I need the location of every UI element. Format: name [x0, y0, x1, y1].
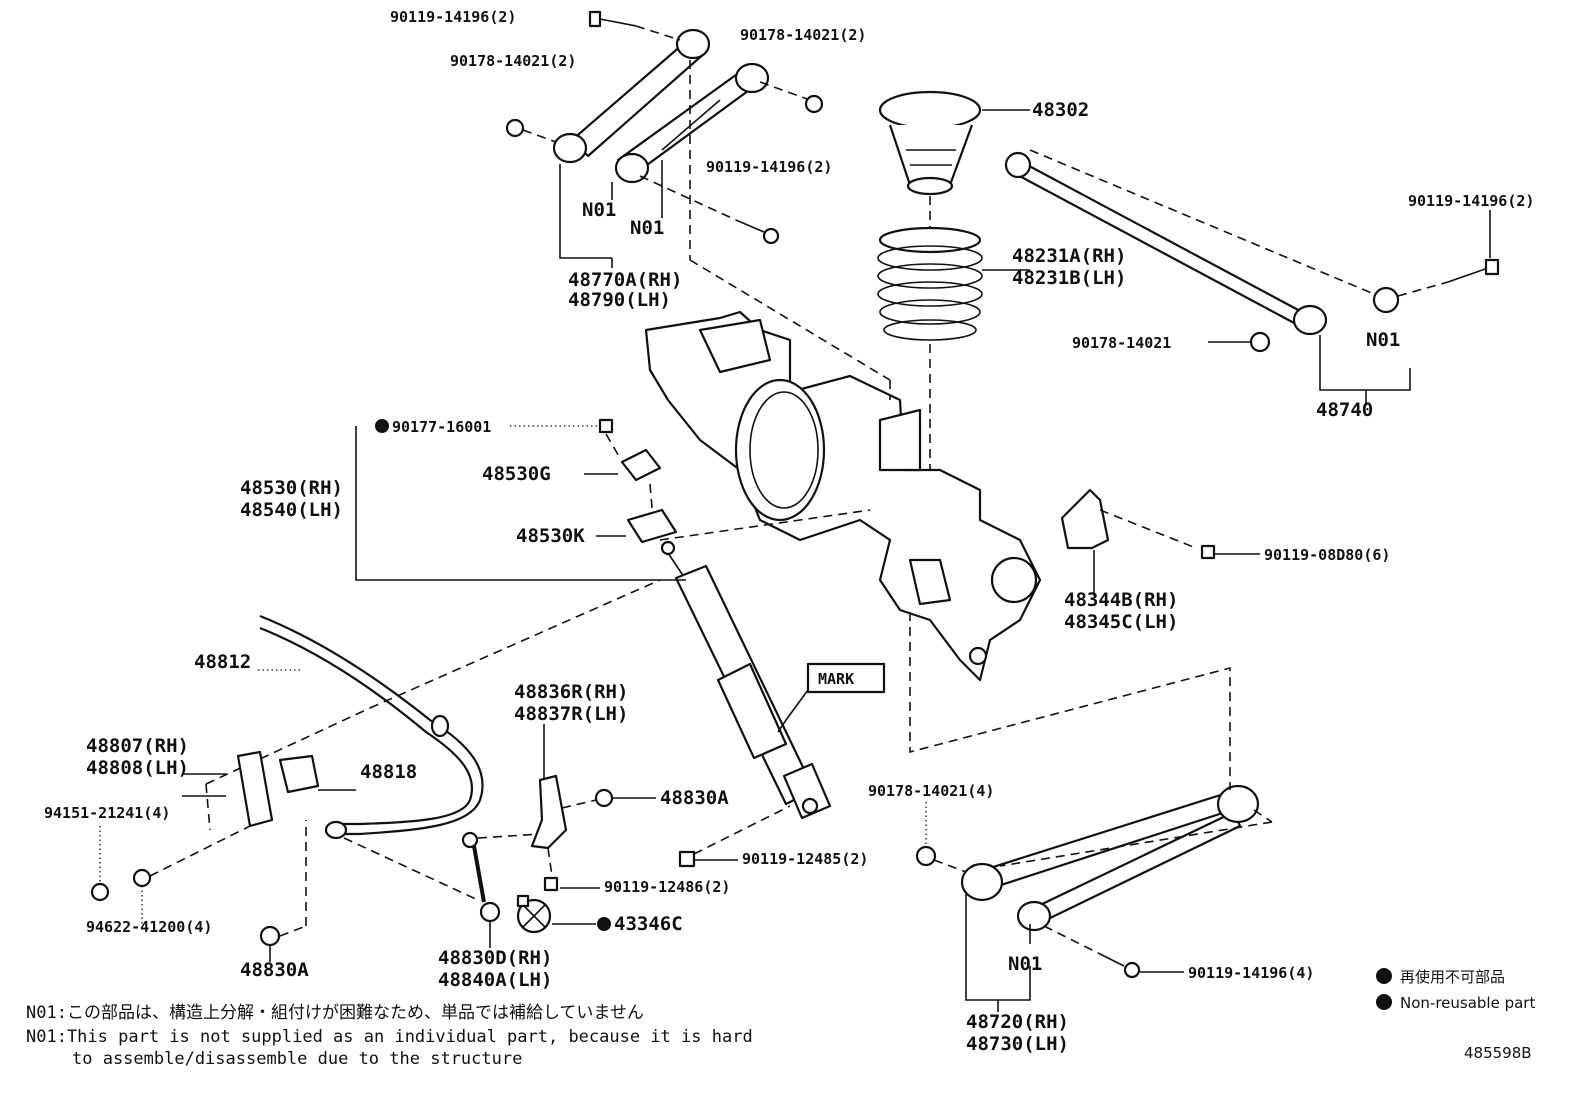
- height-sensor: [516, 894, 552, 934]
- link-bracket: [530, 774, 568, 850]
- bolt-mid-upper: [639, 175, 780, 245]
- label-cushion-g: 48530G: [482, 463, 551, 485]
- label-nut-absorber: 90177-16001: [392, 418, 491, 436]
- label-link-rh: 48830D(RH): [438, 947, 552, 969]
- stabilizer-bracket: [236, 750, 274, 828]
- legend-jp: 再使用不可部品: [1400, 968, 1505, 986]
- label-n01-c: N01: [1366, 329, 1400, 351]
- label-stab-bushing: 48818: [360, 761, 417, 783]
- label-lateral-rod: 48740: [1316, 399, 1373, 421]
- label-bolt-absorber-lower: 90119-12485(2): [742, 850, 868, 868]
- label-n01-a: N01: [582, 199, 616, 221]
- label-bolt-mid-upper: 90119-14196(2): [706, 158, 832, 176]
- label-stabilizer: 48812: [194, 651, 251, 673]
- label-arm-lower-rh: 48720(RH): [966, 1011, 1069, 1033]
- nut-link-bottom: [259, 925, 281, 947]
- label-insulator: 48302: [1032, 99, 1089, 121]
- label-bolt-lower-arm: 90119-14196(4): [1188, 964, 1314, 982]
- nut-top-left: [505, 118, 525, 138]
- label-spring-rh: 48231A(RH): [1012, 245, 1126, 267]
- legend: 再使用不可部品 Non-reusable part 485598B: [1376, 968, 1535, 1062]
- legend-dot-en: [1376, 994, 1392, 1010]
- washer-stab: [132, 868, 152, 888]
- bolt-right: [1447, 258, 1500, 283]
- label-bolt-link-bracket: 90119-12486(2): [604, 878, 730, 896]
- lower-control-arm: [960, 784, 1260, 932]
- cushion-k: [626, 508, 678, 544]
- label-arm-upper-lh: 48790(LH): [568, 289, 671, 311]
- legend-en: Non-reusable part: [1400, 994, 1535, 1012]
- label-n01-b: N01: [630, 217, 664, 239]
- label-nut-link-top: 48830A: [660, 787, 729, 809]
- stabilizer-bushing: [278, 754, 320, 794]
- bolt-bracket: [1200, 544, 1216, 560]
- label-n01-d: N01: [1008, 953, 1042, 975]
- label-stab-bracket-lh: 48808(LH): [86, 757, 189, 779]
- lateral-control-rod: [1004, 151, 1400, 336]
- label-nut-top-left: 90178-14021(2): [450, 52, 576, 70]
- label-bracket-lh: 48345C(LH): [1064, 611, 1178, 633]
- label-bolt-bracket: 90119-08D80(6): [1264, 546, 1390, 564]
- cushion-g: [620, 448, 662, 482]
- nut-right: [1249, 331, 1271, 353]
- bolt-link-bracket: [543, 876, 559, 892]
- bolt-lower-arm: [1043, 925, 1141, 979]
- label-washer-stab: 94622-41200(4): [86, 918, 212, 936]
- label-absorber-lh: 48540(LH): [240, 499, 343, 521]
- legend-dot-jp: [1376, 968, 1392, 984]
- bolt-stab: [90, 882, 110, 902]
- note-en-line1: N01:This part is not supplied as an indi…: [26, 1027, 753, 1047]
- label-bolt-right: 90119-14196(2): [1408, 192, 1534, 210]
- label-spring-lh: 48231B(LH): [1012, 267, 1126, 289]
- non-reusable-mark: [597, 917, 611, 931]
- label-bracket-rh: 48344B(RH): [1064, 589, 1178, 611]
- nut-top-right: [804, 94, 824, 114]
- bolt-top: [588, 10, 681, 41]
- label-cushion-k: 48530K: [516, 525, 585, 547]
- label-nut-link-bottom: 48830A: [240, 959, 309, 981]
- label-arm-lower-lh: 48730(LH): [966, 1033, 1069, 1055]
- upper-control-arm: [552, 28, 770, 184]
- nut-absorber: [598, 418, 614, 434]
- note-en-line2: to assemble/disassemble due to the struc…: [72, 1049, 522, 1069]
- axle-bracket: [1060, 488, 1110, 550]
- label-link-bracket-rh: 48836R(RH): [514, 681, 628, 703]
- label-arm-upper-rh: 48770A(RH): [568, 269, 682, 291]
- label-mark: MARK: [818, 670, 854, 688]
- note-jp: N01:この部品は、構造上分解・組付けが困難なため、単品では補給していません: [26, 1003, 644, 1023]
- shock-absorber: [660, 540, 832, 820]
- rear-axle-housing: [644, 310, 1042, 682]
- mark-callout: [806, 662, 886, 694]
- label-nut-right: 90178-14021: [1072, 334, 1171, 352]
- stabilizer-link: [461, 831, 501, 923]
- label-nut-lower-arm: 90178-14021(4): [868, 782, 994, 800]
- label-absorber-rh: 48530(RH): [240, 477, 343, 499]
- label-link-lh: 48840A(LH): [438, 969, 552, 991]
- spring-insulator: [878, 90, 982, 196]
- nut-link-top: [594, 788, 614, 808]
- bolt-absorber-lower: [678, 805, 791, 868]
- footnotes: N01:この部品は、構造上分解・組付けが困難なため、単品では補給していません N…: [26, 1003, 753, 1069]
- figure-id: 485598B: [1464, 1044, 1532, 1062]
- part-labels: 90119-14196(2) 90178-14021(2) 90178-1402…: [44, 8, 1534, 1055]
- label-sensor: 43346C: [614, 913, 683, 935]
- stabilizer-bar: [259, 614, 484, 840]
- label-nut-top-right: 90178-14021(2): [740, 26, 866, 44]
- label-bolt-stab: 94151-21241(4): [44, 804, 170, 822]
- label-stab-bracket-rh: 48807(RH): [86, 735, 189, 757]
- coil-spring: [877, 226, 983, 341]
- label-link-bracket-lh: 48837R(LH): [514, 703, 628, 725]
- label-bolt-top: 90119-14196(2): [390, 8, 516, 26]
- nut-lower-arm: [915, 845, 937, 867]
